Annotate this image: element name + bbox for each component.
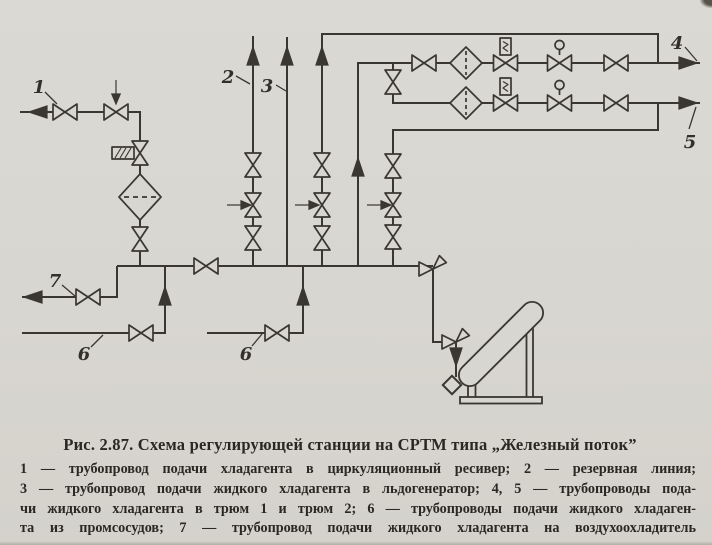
- shutoff-valve: [264, 324, 290, 342]
- flow-arrow: [280, 46, 294, 66]
- solenoid-coil-box: [111, 146, 135, 160]
- crossover-valve: [384, 69, 402, 95]
- solenoid-valve: [492, 94, 519, 112]
- actuation-arrow: [366, 200, 392, 210]
- pipe-label-3: 3: [261, 76, 274, 97]
- filter-drier: [118, 173, 162, 221]
- solenoid-coil-box: [499, 37, 512, 56]
- actuation-arrow: [294, 200, 320, 210]
- pipe-label-7: 7: [49, 271, 62, 292]
- shutoff-valve: [313, 152, 331, 178]
- handwheel-icon: [554, 39, 565, 56]
- shutoff-valve: [103, 103, 129, 121]
- pipe-line7: [22, 266, 118, 298]
- actuation-arrow: [111, 79, 121, 105]
- pipe-bypass-line5: [392, 102, 659, 266]
- solenoid-coil-box: [499, 77, 512, 96]
- flow-arrow: [678, 96, 698, 110]
- pipe-label-2: 2: [221, 67, 235, 88]
- shutoff-valve: [384, 224, 402, 250]
- receiver-base-plate: [459, 396, 543, 405]
- pipe-label-5: 5: [684, 132, 697, 153]
- legend-line: чи жидкого хладагента в трюм 1 и трюм 2;…: [20, 500, 696, 517]
- flow-arrow: [296, 286, 310, 306]
- flow-arrow: [315, 46, 329, 66]
- flow-arrow: [23, 290, 43, 304]
- solenoid-valve: [492, 54, 519, 72]
- page-edge-shadow: [0, 541, 712, 545]
- figure-caption: Рис. 2.87. Схема регулирующей станции на…: [63, 435, 637, 454]
- legend-line: 1 — трубопровод подачи хладагента в цирк…: [20, 461, 696, 477]
- manifold-valve: [193, 257, 219, 275]
- pipe-label-6b: 6: [240, 344, 253, 365]
- shutoff-valve: [52, 103, 78, 121]
- piping-schematic: 1 2 3 4 5 6 6 7: [20, 33, 700, 405]
- actuation-arrow: [226, 200, 252, 210]
- shutoff-valve: [313, 225, 331, 251]
- pipe-bypass-line4: [321, 33, 659, 266]
- scan-artifact: [700, 0, 712, 8]
- pipe-label-4: 4: [671, 33, 684, 54]
- flow-arrow: [351, 157, 365, 177]
- shutoff-valve: [411, 54, 437, 72]
- shutoff-valve: [75, 288, 101, 306]
- pipe-line4: [357, 62, 700, 266]
- label-ticks: [44, 46, 698, 348]
- filter-drier: [449, 86, 483, 120]
- shutoff-valve: [603, 54, 629, 72]
- flow-arrow: [449, 347, 463, 367]
- figure-legend: 1 — трубопровод подачи хладагента в цирк…: [20, 460, 696, 539]
- receiver-nozzle: [441, 374, 463, 396]
- regulating-valve: [546, 94, 573, 112]
- pipe-label-1: 1: [33, 77, 46, 98]
- flow-arrow: [158, 286, 172, 306]
- flow-arrows: [23, 46, 698, 367]
- pipe-line1: [20, 111, 141, 266]
- shutoff-valve: [131, 226, 149, 252]
- legend-line: 3 — трубопровод подачи жидкого хладагент…: [20, 480, 696, 497]
- pipe-labels: 1 2 3 4 5 6 6 7: [33, 33, 697, 365]
- shutoff-valve: [603, 94, 629, 112]
- regulating-valve: [546, 54, 573, 72]
- filter-drier: [449, 46, 483, 80]
- pipe-line6b: [207, 266, 304, 334]
- fittings: [52, 37, 629, 350]
- shutoff-valve: [244, 225, 262, 251]
- shutoff-valve: [244, 152, 262, 178]
- receiver-shell: [457, 300, 545, 388]
- flow-arrow: [28, 105, 48, 119]
- receiver-vessel: [441, 300, 545, 405]
- pipe-receiver-line: [432, 269, 457, 377]
- handwheel-icon: [554, 79, 565, 96]
- legend-line: та из промсосудов; 7 — трубопровод подач…: [20, 520, 696, 537]
- shutoff-valve: [384, 153, 402, 179]
- shutoff-valve: [128, 324, 154, 342]
- pipe-label-6a: 6: [78, 344, 91, 365]
- pipes: [20, 33, 700, 377]
- flow-arrow: [246, 46, 260, 66]
